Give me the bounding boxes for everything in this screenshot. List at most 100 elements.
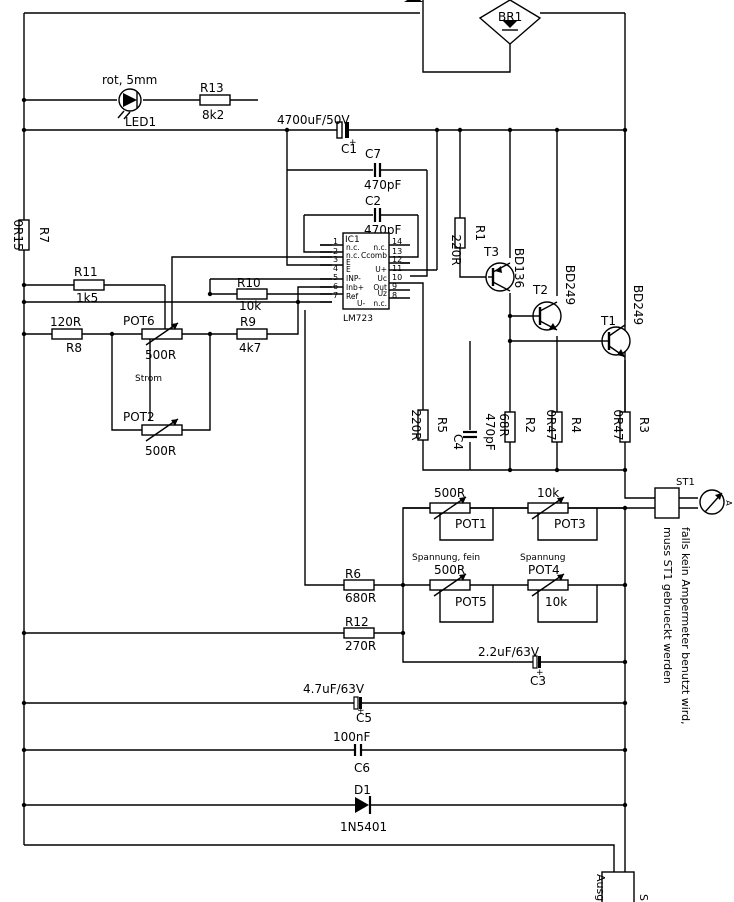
resistor-r8: 120R R8 <box>50 315 83 355</box>
ic1-label1: n.c. <box>346 243 360 252</box>
c7-value: 470pF <box>364 178 402 192</box>
c6-ref: C6 <box>354 761 370 775</box>
ic1-label2: n.c. <box>346 251 360 260</box>
d1-value: 1N5401 <box>340 820 387 834</box>
ic1-label11: U+ <box>375 265 387 274</box>
ic1-pin5: 5 <box>333 273 338 282</box>
r8-ref: R8 <box>66 341 82 355</box>
ic1-pin11: 11 <box>392 264 402 273</box>
pot5-note: Spannung, fein <box>412 553 480 563</box>
transistor-t2: T2 BD249 <box>532 265 577 331</box>
pot3-value: 10k <box>537 486 559 500</box>
r7-value: 0R15 <box>11 219 25 250</box>
resistor-r11: R11 1k5 <box>73 265 105 305</box>
t1-ref: T1 <box>600 314 616 328</box>
ic1-pin3: 3 <box>333 255 338 264</box>
pot4-note: Spannung <box>520 553 565 563</box>
c2-ref: C2 <box>365 194 381 208</box>
c1-plus: + <box>349 138 357 148</box>
pot-pot3: 10k POT3 <box>527 486 598 541</box>
r9-value: 4k7 <box>239 341 261 355</box>
ic1-label6: Inb+ <box>346 283 364 292</box>
t2-value: BD249 <box>563 265 577 305</box>
r8-value: 120R <box>50 315 81 329</box>
ic1-label-uz: Uz <box>378 289 387 298</box>
resistor-r5: R5 220R <box>409 409 449 441</box>
note-line2: muss ST1 gebrueckt werden <box>661 527 674 684</box>
ic-lm723: IC1 LM723 1 2 3 4 5 6 7 14 13 12 11 10 9… <box>320 232 410 324</box>
connector-st1: ST1 <box>654 477 698 519</box>
r1-value: 220R <box>449 234 463 265</box>
br1-ref: BR1 <box>498 10 522 24</box>
t2-ref: T2 <box>532 283 548 297</box>
c5-ref: C5 <box>356 711 372 725</box>
r1-ref: R1 <box>473 225 487 241</box>
pot4-value: 10k <box>545 595 567 609</box>
r2-value: 68R <box>497 413 511 437</box>
transistor-t3: T3 BD136 <box>483 245 526 292</box>
note-line1: falls kein Ampermeter benutzt wird, <box>679 527 692 725</box>
r12-value: 270R <box>345 639 376 653</box>
pot1-ref: POT1 <box>455 517 487 531</box>
ic1-label13: Ccomb <box>361 251 387 260</box>
pot5-value: 500R <box>434 563 465 577</box>
ic1-pin9: 9 <box>392 282 397 291</box>
c5-plus: + <box>357 706 365 716</box>
ic1-pin10: 10 <box>392 273 402 282</box>
capacitor-c5: 4.7uF/63V C5 + <box>303 682 372 725</box>
ic1-label7: Ref <box>346 292 358 301</box>
ic1-label8: n.c. <box>373 299 387 308</box>
led1-ref: LED1 <box>125 115 156 129</box>
meter-symbol: A <box>724 500 733 506</box>
pot6-ref: POT6 <box>123 314 155 328</box>
r2-ref: R2 <box>523 417 537 433</box>
pot1-value: 500R <box>434 486 465 500</box>
r12-ref: R12 <box>345 615 369 629</box>
ic1-pin8: 8 <box>392 291 397 300</box>
pot6-value: 500R <box>145 348 176 362</box>
capacitor-c3: 2.2uF/63V C3 + <box>478 645 546 688</box>
pot-pot1: 500R POT1 <box>429 486 494 541</box>
c4-ref: C4 <box>451 434 465 450</box>
resistor-r7: 0R15 R7 <box>11 219 51 251</box>
resistor-r10: R10 10k <box>236 276 268 313</box>
resistor-r3: R3 0R47 <box>611 409 651 443</box>
r10-ref: R10 <box>237 276 261 290</box>
capacitor-c1: 4700uF/50V C1 + <box>277 113 357 156</box>
wires <box>23 3 655 872</box>
resistor-r2: R2 68R <box>497 411 537 443</box>
r6-value: 680R <box>345 591 376 605</box>
capacitor-c7: C7 470pF <box>364 147 402 192</box>
ic1-pin7: 7 <box>333 291 338 300</box>
pot3-ref: POT3 <box>554 517 586 531</box>
r11-ref: R11 <box>74 265 98 279</box>
ic1-pin14: 14 <box>392 237 402 246</box>
pot5-ref: POT5 <box>455 595 487 609</box>
st1-ref: ST1 <box>676 477 695 488</box>
pot-pot6: POT6 500R Strom <box>123 314 183 384</box>
pot-pot2: POT2 500R <box>123 410 183 458</box>
pot-pot4: Spannung POT4 10k <box>520 553 598 623</box>
ammeter-icon: A <box>699 489 733 515</box>
resistor-r12: R12 270R <box>343 615 376 653</box>
output-label: Ausg <box>594 874 607 901</box>
c1-value: 4700uF/50V <box>277 113 350 127</box>
r7-ref: R7 <box>37 227 51 243</box>
output-connector: Ausg S <box>594 871 650 902</box>
ammeter-note: falls kein Ampermeter benutzt wird, muss… <box>661 527 692 725</box>
ic1-label10: Uc <box>377 274 387 283</box>
ic1-label-uminus: U- <box>357 299 365 308</box>
r10-value: 10k <box>239 299 261 313</box>
r11-value: 1k5 <box>76 291 98 305</box>
r3-value: 0R47 <box>611 409 625 440</box>
d1-ref: D1 <box>354 783 371 797</box>
capacitor-c4: C4 470pF <box>451 413 497 451</box>
t1-value: BD249 <box>631 285 645 325</box>
pot2-ref: POT2 <box>123 410 155 424</box>
r6-ref: R6 <box>345 567 361 581</box>
led-led1: rot, 5mm LED1 <box>102 73 157 129</box>
r13-value: 8k2 <box>202 108 224 122</box>
ic1-pin4: 4 <box>333 264 338 273</box>
r3-ref: R3 <box>637 417 651 433</box>
transistor-t1: T1 BD249 <box>600 285 645 358</box>
